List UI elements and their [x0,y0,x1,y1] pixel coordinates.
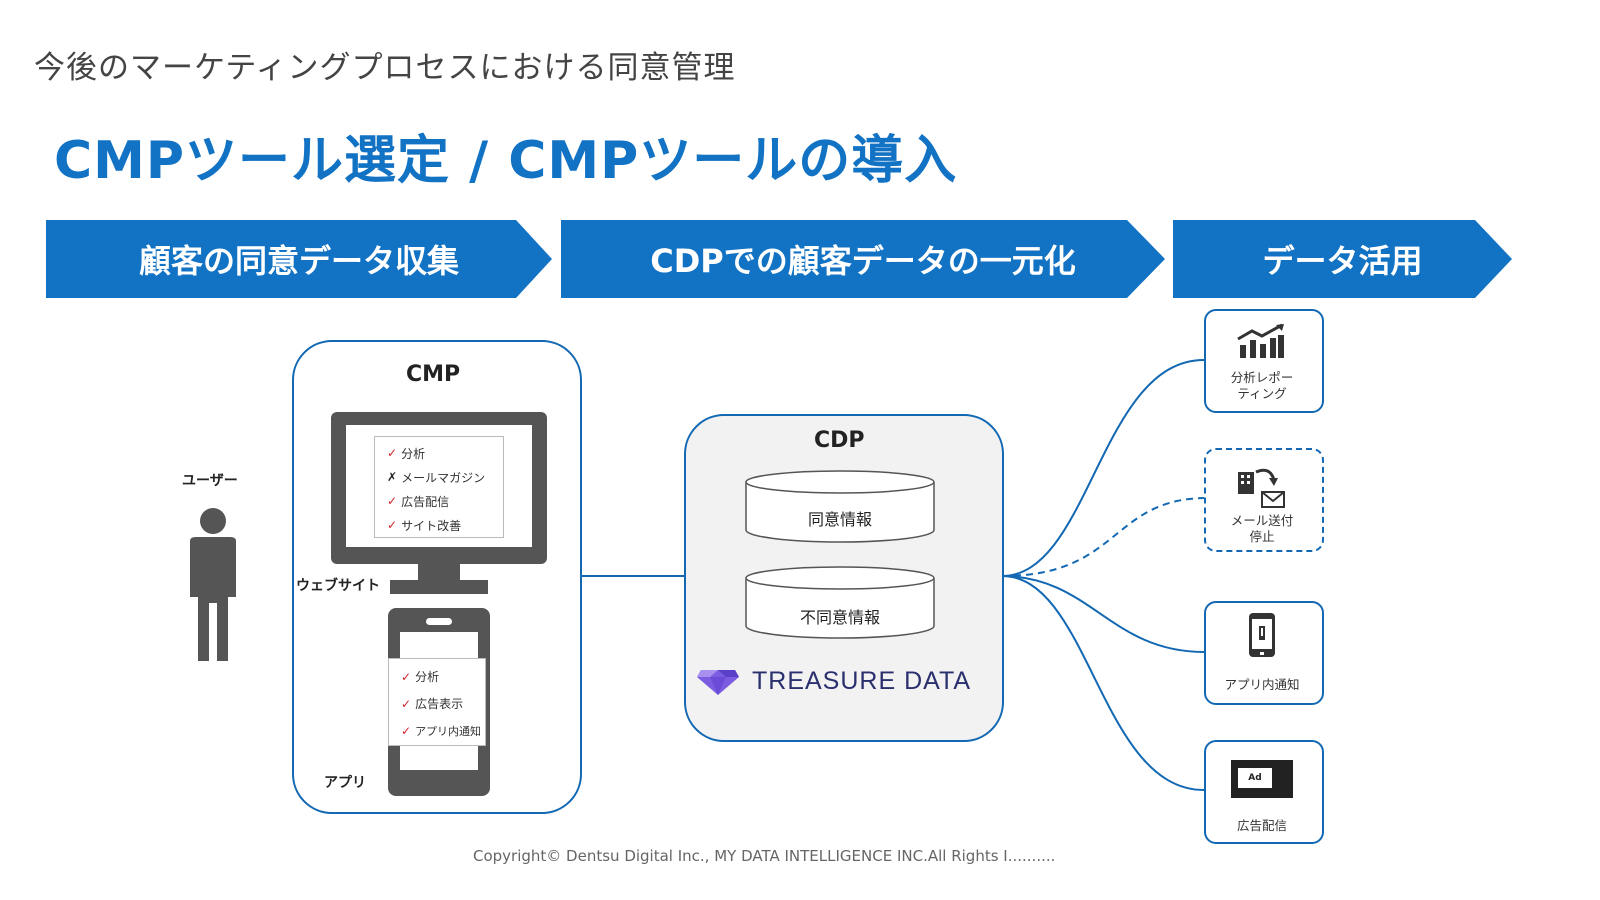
person-icon [190,508,236,661]
checklist-item[interactable]: ✓分析 [387,446,426,461]
monitor-base [390,580,488,594]
checklist-item[interactable]: ✗メールマガジン [387,470,486,485]
database-icon [745,470,935,543]
copyright-footer: Copyright© Dentsu Digital Inc., MY DATA … [473,847,1056,865]
page-title: CMPツール選定 / CMPツールの導入 [54,131,958,191]
output-label: アプリ内通知 [1224,677,1300,692]
checklist-item[interactable]: ✓広告表示 [401,696,464,712]
page-subtitle: 今後のマーケティングプロセスにおける同意管理 [34,50,736,86]
consent-db-label: 同意情報 [807,510,872,529]
phase-arrow-unify: CDPでの顧客データの一元化 [561,220,1165,298]
website-label: ウェブサイト [296,575,384,595]
monitor-screen [346,425,532,547]
phase-label: 顧客の同意データ収集 [138,242,459,280]
treasure-data-brand: TREASURE DATA [752,667,972,695]
smartphone-icon [1249,613,1275,657]
checklist-item[interactable]: ✓アプリ内通知 [401,723,482,738]
output-mail-stop[interactable] [1204,448,1324,552]
phase-label: データ活用 [1262,242,1423,280]
website-consent-checklist: ✓分析 ✗メールマガジン ✓広告配信 ✓サイト改善 [374,436,504,538]
checklist-item[interactable]: ✓広告配信 [387,494,450,509]
mail-stop-icon [1238,468,1285,508]
phase-arrow-utilize: データ活用 [1173,220,1512,298]
ad-badge: Ad [1238,768,1272,788]
cdp-title: CDP [814,428,865,453]
database-icon [745,566,935,639]
checklist-item[interactable]: ✓分析 [401,669,440,685]
app-label: アプリ [324,775,366,791]
treasure-data-logo-icon [697,670,739,695]
monitor-stand [418,564,460,580]
phone-speaker [426,618,452,625]
output-label: 分析レポーティング [1230,370,1294,401]
user-label: ユーザー [182,473,238,489]
output-label: メール送付停止 [1230,513,1294,544]
app-consent-checklist: ✓分析 ✓広告表示 ✓アプリ内通知 [388,658,486,746]
phase-arrow-collect: 顧客の同意データ収集 [46,220,552,298]
non-consent-db-label: 不同意情報 [799,608,880,627]
checklist-item[interactable]: ✓サイト改善 [387,518,462,533]
output-analytics-reporting[interactable] [1204,309,1324,413]
phase-label: CDPでの顧客データの一元化 [650,242,1076,280]
output-label: 広告配信 [1236,818,1287,833]
chart-icon [1237,323,1284,358]
cmp-title: CMP [406,362,461,387]
